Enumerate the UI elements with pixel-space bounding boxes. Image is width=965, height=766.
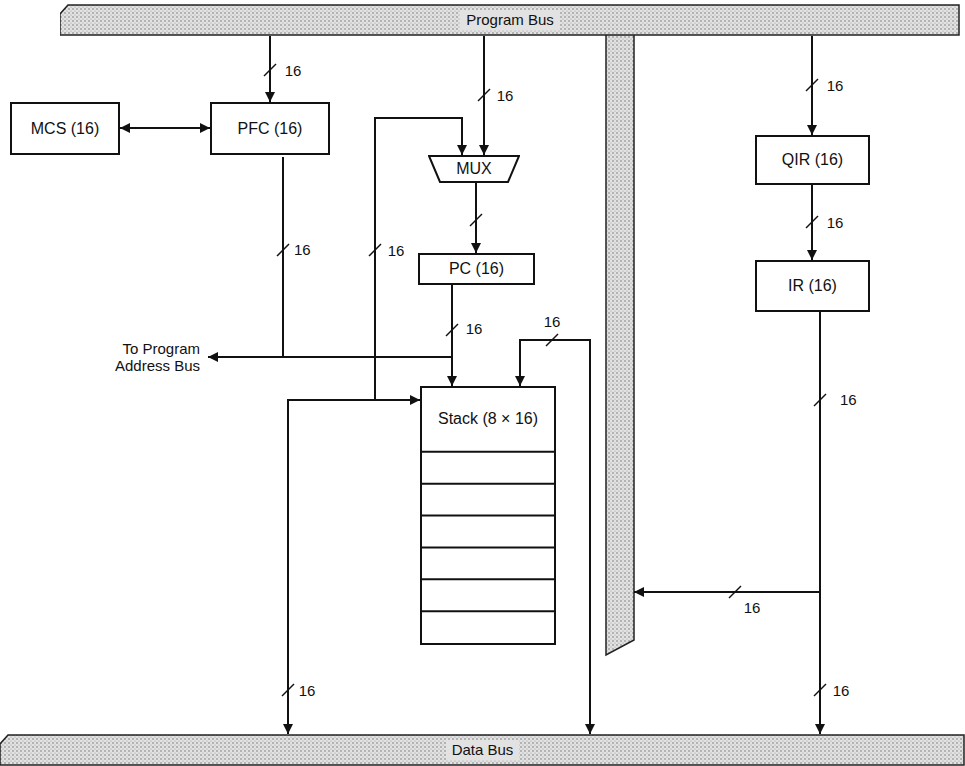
node-label: IR (16)	[788, 276, 837, 296]
stack-memory: Stack (8 × 16)	[420, 386, 556, 645]
stack-row-line	[422, 483, 554, 485]
bus-width-tick	[369, 244, 381, 256]
register-box: QIR (16)	[755, 135, 870, 185]
bus-connector	[819, 312, 821, 734]
bus-width: 16	[297, 682, 318, 699]
node-label: Stack (8 × 16)	[438, 409, 538, 429]
register-box: MCS (16)	[10, 102, 120, 155]
data-bus: Data Bus	[0, 734, 965, 766]
register-box: IR (16)	[755, 260, 870, 312]
stack-row-line	[422, 578, 554, 580]
bus-band	[60, 5, 959, 35]
node-label: MCS (16)	[31, 119, 99, 139]
bus-connector	[634, 312, 820, 592]
address-bus-note: To Program Address Bus	[70, 340, 202, 374]
bus-width: 16	[825, 214, 846, 231]
program-bus: Program Bus	[60, 4, 960, 36]
node-label: PC (16)	[449, 259, 504, 279]
node-label: PFC (16)	[238, 119, 303, 139]
bus-width: 16	[542, 313, 563, 330]
bus-width-tick	[277, 244, 289, 256]
bus-width: 16	[825, 77, 846, 94]
bus-width-tick	[806, 79, 818, 91]
bus-width: 16	[292, 241, 313, 258]
bus-width: 16	[464, 320, 485, 337]
bus-width-tick	[282, 684, 294, 696]
bus-band	[0, 735, 964, 765]
bus-width: 16	[283, 62, 304, 79]
bus-width-tick	[546, 334, 558, 346]
register-box: PC (16)	[418, 253, 535, 285]
bus-width-tick	[814, 684, 826, 696]
bus-width-tick	[806, 216, 818, 228]
bus-width-tick	[729, 586, 741, 598]
node-label: QIR (16)	[782, 150, 843, 170]
bus-width-tick	[470, 214, 482, 226]
bus-connector	[475, 183, 477, 253]
bus-width-tick	[478, 89, 490, 101]
address-wire	[208, 356, 452, 358]
bus-width: 16	[495, 87, 516, 104]
multiplexer: MUX	[428, 155, 520, 183]
bus-connector	[288, 400, 420, 734]
register-box: PFC (16)	[210, 102, 330, 155]
stack-row-line	[422, 451, 554, 453]
mux-outline	[429, 156, 519, 182]
node-label: Data Bus	[446, 740, 520, 760]
node-label: MUX	[456, 159, 492, 179]
stack-row-line	[422, 546, 554, 548]
bus-width-tick	[446, 324, 458, 336]
stack-row-line	[422, 610, 554, 612]
stack-row-line	[422, 515, 554, 517]
bus-connector	[451, 285, 453, 386]
program-bus-branch	[606, 34, 634, 655]
bus-connector	[120, 127, 210, 129]
bus-width: 16	[838, 391, 859, 408]
node-label: Program Bus	[460, 10, 560, 30]
bus-width: 16	[831, 682, 852, 699]
bus-width: 16	[386, 242, 407, 259]
address-wire	[282, 157, 284, 357]
bus-width: 16	[742, 599, 763, 616]
bus-width-tick	[264, 64, 276, 76]
stack-top-rows: Stack (8 × 16)	[422, 388, 554, 450]
